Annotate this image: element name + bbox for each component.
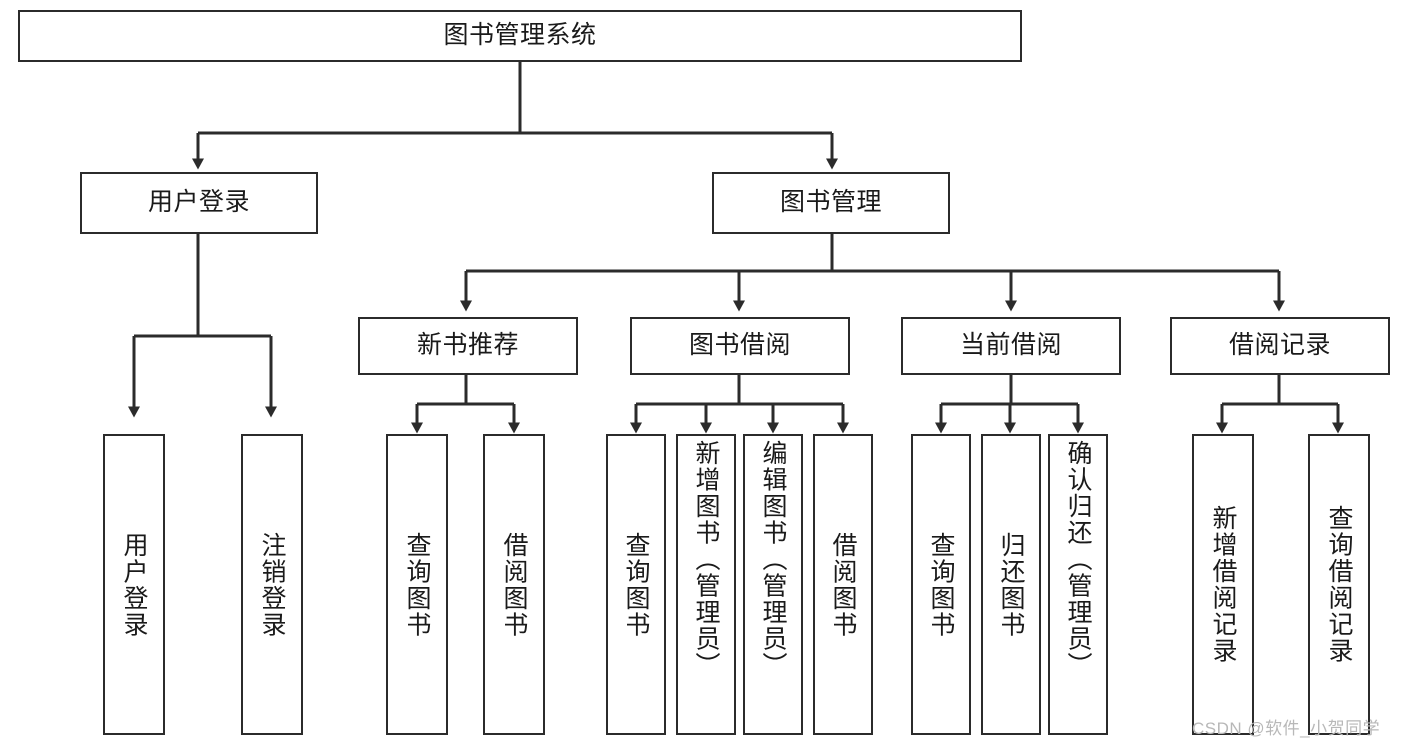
leaf-query-book-borrow[interactable]: 查询图书: [606, 434, 666, 735]
node-label: 用户登录: [147, 188, 250, 217]
node-label: 查询图书: [403, 531, 431, 638]
node-label: 归还图书: [997, 531, 1025, 638]
leaf-return-book[interactable]: 归还图书: [981, 434, 1041, 735]
node-book-management[interactable]: 图书管理: [712, 172, 950, 234]
leaf-add-book-admin[interactable]: 新增图书（管理员）: [676, 434, 736, 735]
node-label: 新增借阅记录: [1209, 505, 1237, 664]
node-label: 图书管理系统: [443, 21, 597, 50]
leaf-query-book-current[interactable]: 查询图书: [911, 434, 971, 735]
node-label: 用户登录: [120, 531, 148, 638]
node-book-borrow[interactable]: 图书借阅: [630, 317, 850, 375]
node-label: 新书推荐: [416, 331, 519, 360]
node-label: 图书借阅: [688, 331, 791, 360]
node-label: 新增图书（管理员）: [692, 440, 720, 679]
leaf-query-book-newbook[interactable]: 查询图书: [386, 434, 448, 735]
node-label: 借阅图书: [500, 531, 528, 638]
csdn-watermark: CSDN @软件_小贺同学: [1192, 719, 1381, 738]
node-label: 查询图书: [622, 531, 650, 638]
node-label: 查询借阅记录: [1325, 505, 1353, 664]
node-current-borrow[interactable]: 当前借阅: [901, 317, 1121, 375]
leaf-borrow-book-newbook[interactable]: 借阅图书: [483, 434, 545, 735]
leaf-add-borrow-record[interactable]: 新增借阅记录: [1192, 434, 1254, 735]
node-label: 确认归还（管理员）: [1064, 440, 1092, 679]
node-label: 图书管理: [779, 188, 882, 217]
node-user-login[interactable]: 用户登录: [80, 172, 318, 234]
leaf-query-borrow-record[interactable]: 查询借阅记录: [1308, 434, 1370, 735]
node-label: 借阅图书: [829, 531, 857, 638]
node-borrow-record[interactable]: 借阅记录: [1170, 317, 1390, 375]
leaf-edit-book-admin[interactable]: 编辑图书（管理员）: [743, 434, 803, 735]
node-label: 注销登录: [258, 531, 286, 638]
node-label: 当前借阅: [959, 331, 1062, 360]
leaf-borrow-book[interactable]: 借阅图书: [813, 434, 873, 735]
leaf-user-login[interactable]: 用户登录: [103, 434, 165, 735]
leaf-confirm-return-admin[interactable]: 确认归还（管理员）: [1048, 434, 1108, 735]
node-root-book-management-system[interactable]: 图书管理系统: [18, 10, 1022, 62]
node-label: 借阅记录: [1228, 331, 1331, 360]
node-new-book-recommend[interactable]: 新书推荐: [358, 317, 578, 375]
leaf-logout-login[interactable]: 注销登录: [241, 434, 303, 735]
node-label: 编辑图书（管理员）: [759, 440, 787, 679]
node-label: 查询图书: [927, 531, 955, 638]
